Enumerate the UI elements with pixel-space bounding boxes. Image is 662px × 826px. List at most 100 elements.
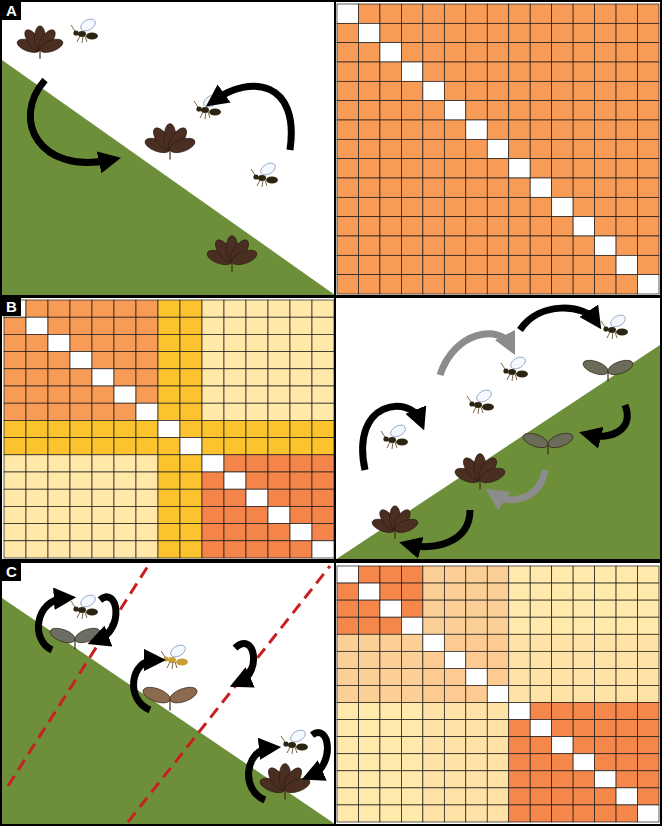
matrix-cell (444, 197, 465, 216)
matrix-cell (92, 472, 114, 489)
matrix-cell (616, 668, 637, 685)
matrix-cell (530, 771, 551, 788)
matrix-cell (552, 617, 573, 634)
panel-divider (334, 1, 336, 295)
matrix-cell (423, 43, 444, 62)
matrix-cell (114, 334, 136, 351)
matrix-cell (70, 386, 92, 403)
matrix-cell (616, 651, 637, 668)
wasp-legs (161, 651, 177, 669)
matrix-cell (380, 101, 401, 120)
wasp-head (283, 741, 288, 746)
panel-letter: C (2, 563, 21, 581)
matrix-cell (337, 101, 358, 120)
matrix-cell (268, 455, 290, 472)
wasp-abdomen (482, 404, 494, 411)
matrix-cell (180, 438, 202, 455)
matrix-cell (444, 703, 465, 720)
matrix-cell (638, 771, 659, 788)
similarity-matrix (4, 300, 334, 558)
matrix-cell (337, 720, 358, 737)
matrix-cell (638, 81, 659, 100)
matrix-cell (595, 178, 616, 197)
matrix-cell (573, 600, 594, 617)
matrix-cell (466, 178, 487, 197)
panel-frame (1, 562, 661, 825)
matrix-cell (638, 23, 659, 42)
matrix-cell (70, 472, 92, 489)
matrix-cell (638, 583, 659, 600)
matrix-cell (312, 369, 334, 386)
matrix-cell (595, 771, 616, 788)
matrix-cell (638, 566, 659, 583)
matrix-cell (202, 506, 224, 523)
matrix-cell (552, 255, 573, 274)
matrix-cell (552, 754, 573, 771)
matrix-cell (290, 524, 312, 541)
matrix-cell (423, 236, 444, 255)
matrix-cell (552, 43, 573, 62)
matrix-cell (70, 352, 92, 369)
matrix-cell (401, 255, 422, 274)
matrix-cell (423, 805, 444, 822)
matrix-cell (401, 651, 422, 668)
matrix-cell (595, 703, 616, 720)
wasp-legs (251, 169, 267, 187)
matrix-cell (423, 703, 444, 720)
matrix-cell (444, 217, 465, 236)
matrix-cell (224, 403, 246, 420)
matrix-cell (337, 236, 358, 255)
wasp (71, 17, 98, 43)
matrix-cell (509, 805, 530, 822)
matrix-cell (268, 403, 290, 420)
matrix-cell (268, 386, 290, 403)
matrix-cell (48, 455, 70, 472)
wasp-legs (71, 601, 87, 619)
matrix-cell (466, 255, 487, 274)
matrix-cell (530, 275, 551, 294)
matrix-cell (224, 438, 246, 455)
matrix-cell (444, 4, 465, 23)
matrix-cell (444, 600, 465, 617)
matrix-cell (358, 805, 379, 822)
curved-arrow (440, 334, 510, 375)
matrix-cell (487, 685, 508, 702)
matrix-cell (573, 4, 594, 23)
matrix-cell (380, 120, 401, 139)
matrix-cell (444, 583, 465, 600)
matrix-cell (466, 101, 487, 120)
matrix-cell (552, 566, 573, 583)
matrix-cell (70, 524, 92, 541)
matrix-cell (224, 334, 246, 351)
matrix-cell (423, 217, 444, 236)
matrix-cell (595, 43, 616, 62)
matrix-cell (337, 703, 358, 720)
matrix-cell (595, 101, 616, 120)
matrix-cell (530, 43, 551, 62)
matrix-cell (202, 300, 224, 317)
matrix-cell (401, 754, 422, 771)
matrix-cell (380, 805, 401, 822)
matrix-cell (616, 4, 637, 23)
matrix-cell (595, 62, 616, 81)
matrix-cell (337, 617, 358, 634)
matrix-cell (290, 369, 312, 386)
matrix-cell (444, 120, 465, 139)
matrix-cell (573, 23, 594, 42)
matrix-cell (530, 217, 551, 236)
matrix-cell (616, 754, 637, 771)
matrix-cell (4, 524, 26, 541)
matrix-cell (530, 236, 551, 255)
leaf-stem (394, 530, 395, 539)
matrix-cell (423, 737, 444, 754)
matrix-cell (337, 583, 358, 600)
wasp-wing (509, 355, 528, 372)
wasp-legs (281, 736, 297, 754)
matrix-cell (487, 805, 508, 822)
matrix-cell (595, 634, 616, 651)
matrix-cell (595, 754, 616, 771)
matrix-cell (290, 541, 312, 558)
matrix-cell (312, 352, 334, 369)
matrix-cell (380, 178, 401, 197)
